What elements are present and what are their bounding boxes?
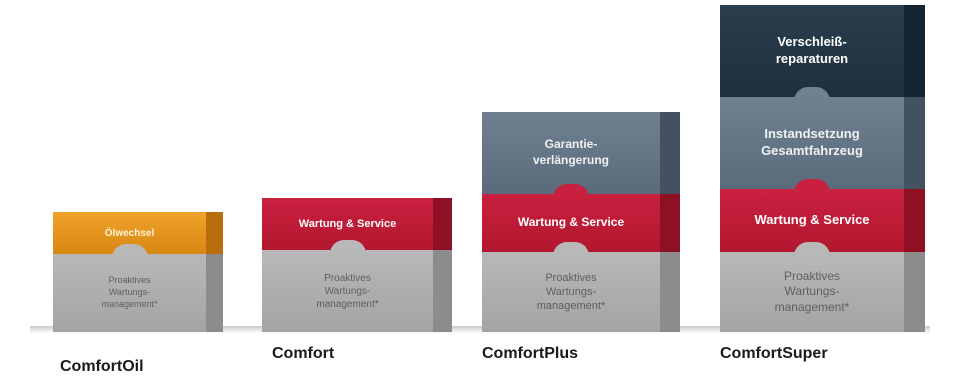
product-name-comfortsuper: ComfortSuper (720, 345, 828, 362)
block-side-face (660, 112, 680, 194)
puzzle-notch (553, 184, 589, 198)
block-label: Garantie- verlängerung (482, 112, 660, 194)
block-side-face (660, 194, 680, 252)
block-label: Proaktives Wartungs- management* (720, 252, 904, 332)
block-side-face (904, 5, 925, 97)
block-label: Verschleiß- reparaturen (720, 5, 904, 97)
block-side-face (660, 252, 680, 332)
block-label: Proaktives Wartungs- management* (53, 254, 206, 332)
block-side-face (904, 97, 925, 189)
block-comfortplus-1: Wartung & Service (482, 184, 680, 252)
block-label: Wartung & Service (720, 189, 904, 252)
product-name-comfort: Comfort (272, 345, 335, 362)
block-side-face (433, 250, 452, 332)
puzzle-notch (553, 242, 589, 256)
puzzle-notch (794, 87, 830, 101)
floor-shadow (30, 326, 930, 334)
block-comfortoil-1: Proaktives Wartungs- management* (53, 244, 223, 332)
block-comfortsuper-1: Instandsetzung Gesamtfahrzeug (720, 87, 925, 189)
puzzle-notch (330, 240, 366, 254)
block-side-face (904, 189, 925, 252)
block-label: Wartung & Service (482, 194, 660, 252)
product-name-comfortoil: ComfortOil (60, 358, 144, 375)
block-comfortplus-2: Proaktives Wartungs- management* (482, 242, 680, 332)
block-comfortsuper-2: Wartung & Service (720, 179, 925, 252)
block-label: Proaktives Wartungs- management* (262, 250, 433, 332)
block-label: Proaktives Wartungs- management* (482, 252, 660, 332)
puzzle-notch (794, 179, 830, 193)
block-comfortplus-0: Garantie- verlängerung (482, 112, 680, 194)
block-side-face (904, 252, 925, 332)
block-side-face (206, 212, 223, 254)
block-comfort-1: Proaktives Wartungs- management* (262, 240, 452, 332)
block-comfortsuper-0: Verschleiß- reparaturen (720, 5, 925, 97)
puzzle-notch (112, 244, 148, 258)
block-label: Instandsetzung Gesamtfahrzeug (720, 97, 904, 189)
product-name-comfortplus: ComfortPlus (482, 345, 578, 362)
block-side-face (433, 198, 452, 250)
block-comfortsuper-3: Proaktives Wartungs- management* (720, 242, 925, 332)
block-side-face (206, 254, 223, 332)
puzzle-notch (794, 242, 830, 256)
